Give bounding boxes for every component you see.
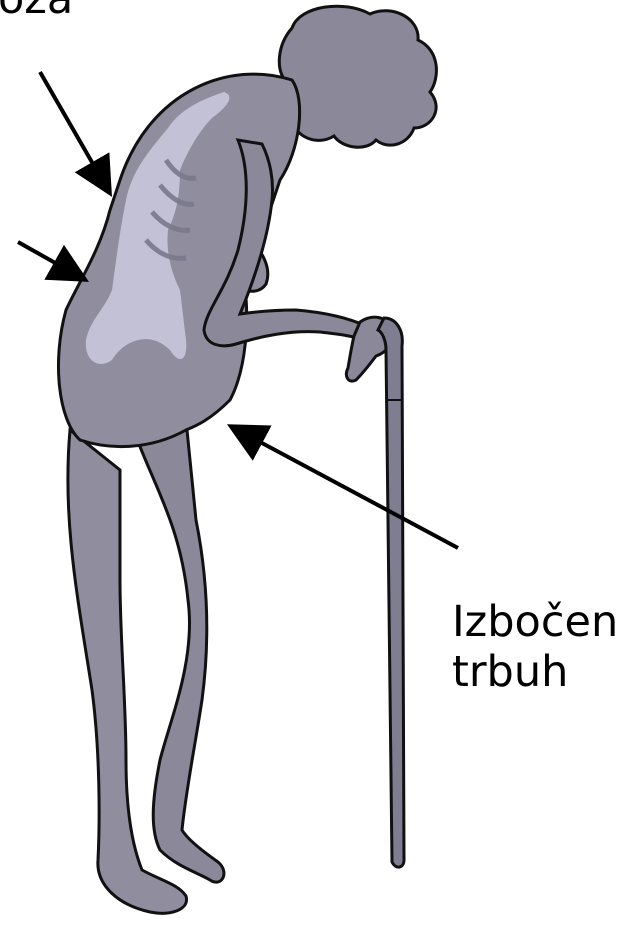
label-kyphosis: oza	[0, 0, 73, 24]
hair	[279, 6, 436, 147]
front-leg	[130, 420, 224, 882]
label-belly: Izbočen trbuh	[452, 597, 618, 697]
arrow-belly	[234, 428, 458, 548]
arrow-upper-back	[40, 72, 108, 190]
label-belly-line2: trbuh	[452, 647, 618, 697]
arrow-lower-back	[18, 242, 82, 278]
label-belly-line1: Izbočen	[452, 597, 618, 647]
